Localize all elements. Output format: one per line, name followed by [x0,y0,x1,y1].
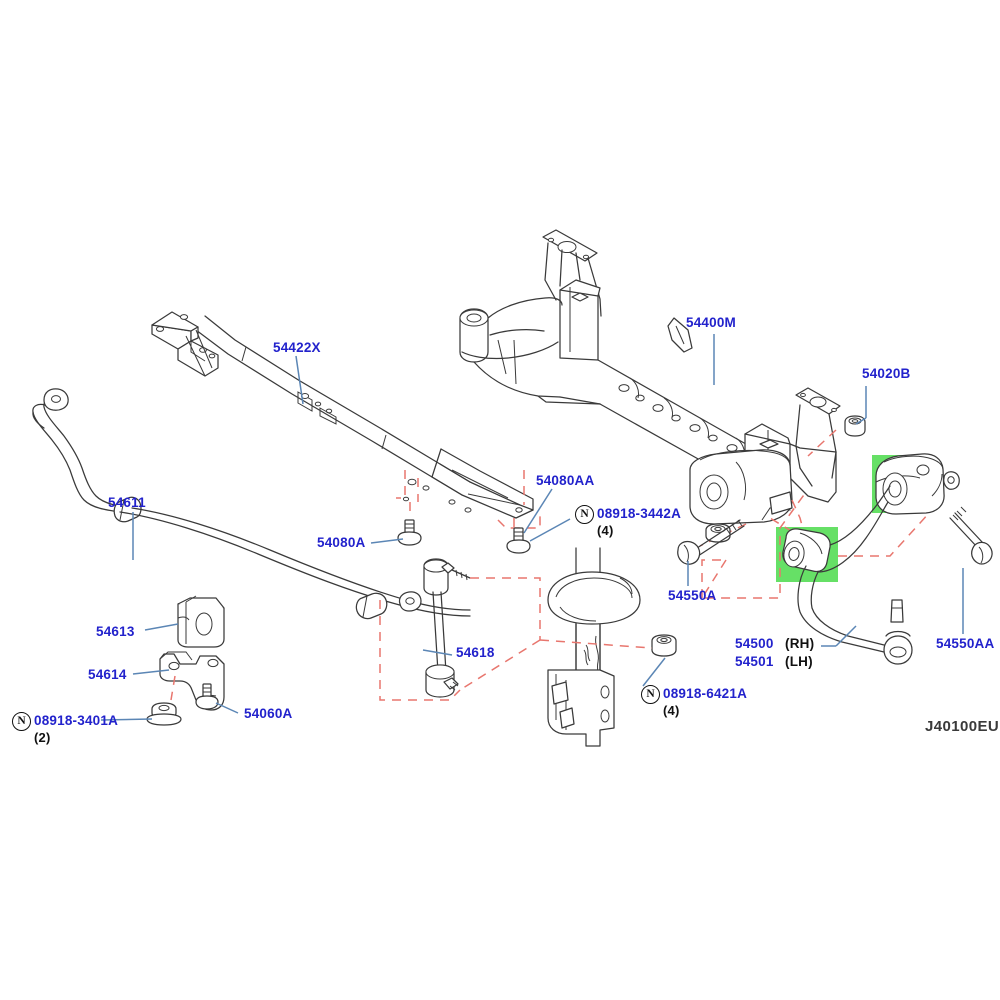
label-54422x: 54422X [273,340,321,355]
dashed-control-arm-region-2 [838,482,931,557]
strut-nut-art [651,634,677,657]
label-08918-3442a-qty: (4) [597,523,614,538]
link-bolt-54550a-art [677,519,745,565]
dashed-strut-nut [539,639,653,649]
dashed-bolt-right-b [497,512,541,529]
dashed-link-bolt-a [699,523,747,547]
dashed-nut-54020b [807,429,837,457]
strut-assembly-art [547,547,641,747]
label-08918-6421a-qty: (4) [663,703,680,718]
label-54020b: 54020B [862,366,911,381]
label-08918-6421a: 08918-6421A [663,686,748,701]
dashed-rod-top [470,577,541,640]
label-54550a: 54550A [668,588,717,603]
label-08918-3442a: 08918-3442A [597,506,682,521]
suspension-member-art [459,229,841,525]
clamp-nut-art [146,702,182,726]
n-mark-icon-strut-nut: N [641,685,660,704]
label-54618: 54618 [456,645,495,660]
clamp-nut-dashed [170,675,176,701]
label-54500: 54500 [735,636,774,651]
member-nut-3442a-art [705,523,731,543]
suspension-member-bar-art [151,311,534,519]
label-54080a: 54080A [317,535,366,550]
dashed-bolt-left-a [396,470,406,499]
n-mark-icon-member-nut: N [575,505,594,524]
label-54614: 54614 [88,667,127,682]
n-mark-icon-clamp-nut: N [12,712,31,731]
connecting-rod-art [423,558,471,698]
dashed-rod-bottom [379,600,461,701]
label-54501: 54501 [735,654,774,669]
member-nut-54020b-art [844,415,866,437]
label-54400m: 54400M [686,315,736,330]
label-54550aa: 54550AA [936,636,995,651]
label-54060a: 54060A [244,706,293,721]
stabilizer-bar-art [32,388,471,620]
diagram-id: J40100EU [925,718,1000,735]
transverse-link-art [782,453,960,665]
label-54501-side: (LH) [785,654,813,669]
label-54613: 54613 [96,624,135,639]
label-54080aa: 54080AA [536,473,595,488]
label-08918-3401a-qty: (2) [34,730,51,745]
label-54611: 54611 [108,495,146,510]
member-bolt-right-art [506,527,531,554]
label-08918-3401a: 08918-3401A [34,713,119,728]
label-54500-side: (RH) [785,636,815,651]
member-bolt-left-art [397,519,422,546]
dashed-region-corner [701,559,726,598]
clamp-bolt-art [195,683,219,710]
leader-lines [100,334,964,721]
stabilizer-bushing-art [177,595,225,648]
link-bolt-54550aa-art [949,506,993,565]
